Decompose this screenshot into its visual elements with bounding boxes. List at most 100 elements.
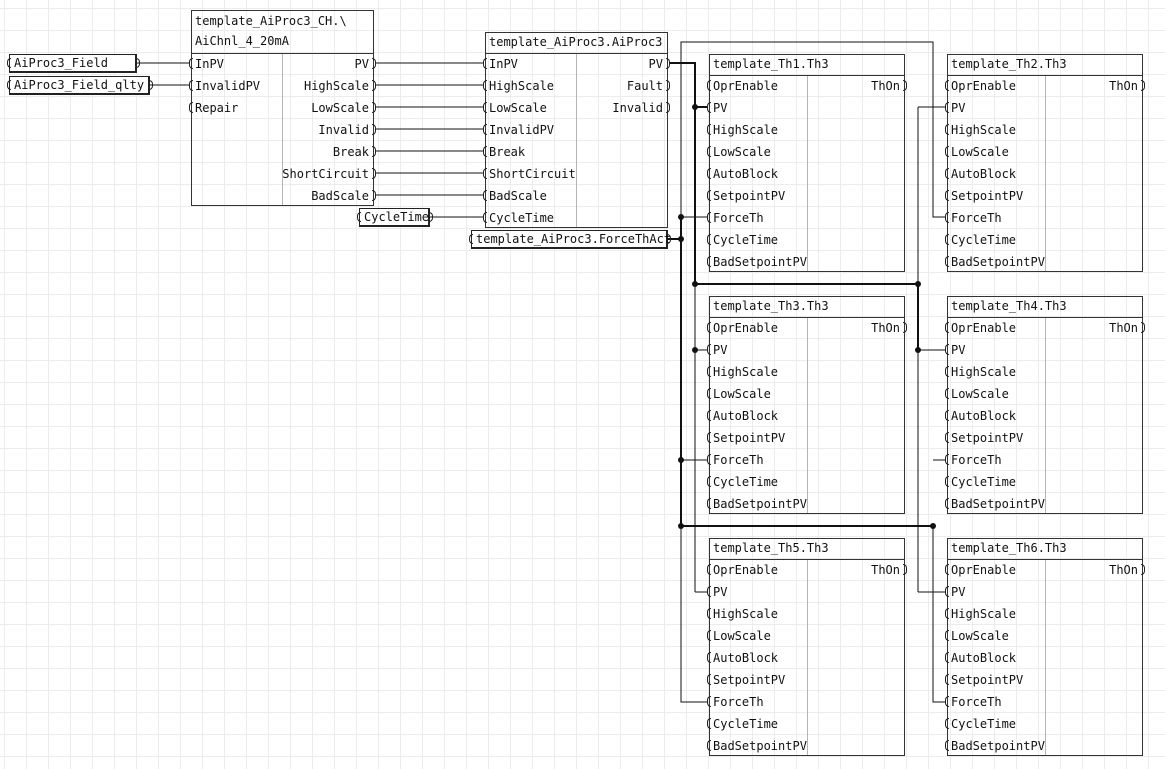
pin-out-thon[interactable]: ThOn <box>804 75 907 97</box>
pin-in-badsetpointpv[interactable]: BadSetpointPV <box>707 493 807 515</box>
pin-in-autoblock[interactable]: AutoBlock <box>707 163 807 185</box>
pin-in-cycletime[interactable]: CycleTime <box>945 471 1045 493</box>
block-title: template_Th1.Th3 <box>713 57 829 71</box>
pin-in-highscale[interactable]: HighScale <box>707 119 807 141</box>
pin-in-forceth[interactable]: ForceTh <box>945 207 1045 229</box>
block-title: template_Th3.Th3 <box>713 299 829 313</box>
pin-in-forceth[interactable]: ForceTh <box>707 449 807 471</box>
pin-in-autoblock[interactable]: AutoBlock <box>945 647 1045 669</box>
pin-out-pv[interactable]: PV <box>573 53 670 75</box>
pin-out-thon[interactable]: ThOn <box>804 317 907 339</box>
pin-in-forceth[interactable]: ForceTh <box>707 691 807 713</box>
pin-in-setpointpv[interactable]: SetpointPV <box>945 669 1045 691</box>
pin-out-badscale[interactable]: BadScale <box>279 185 376 207</box>
pin-in-highscale[interactable]: HighScale <box>707 361 807 383</box>
pin-out-pv[interactable]: PV <box>279 53 376 75</box>
pin-in-setpointpv[interactable]: SetpointPV <box>707 427 807 449</box>
pin-in-inpv[interactable]: InPV <box>189 53 281 75</box>
pin-out-thon[interactable]: ThOn <box>1042 75 1145 97</box>
pin-in-lowscale[interactable]: LowScale <box>945 141 1045 163</box>
pin-out-thon[interactable]: ThOn <box>1042 317 1145 339</box>
pin-in-setpointpv[interactable]: SetpointPV <box>945 185 1045 207</box>
pin-in-badsetpointpv[interactable]: BadSetpointPV <box>707 735 807 757</box>
pin-in-autoblock[interactable]: AutoBlock <box>945 163 1045 185</box>
pin-in-highscale[interactable]: HighScale <box>945 119 1045 141</box>
pin-in-lowscale[interactable]: LowScale <box>483 97 575 119</box>
pin-in-pv[interactable]: PV <box>707 339 807 361</box>
pin-in-setpointpv[interactable]: SetpointPV <box>707 669 807 691</box>
input-terminal-field[interactable]: AiProc3_Field <box>7 54 140 73</box>
pin-in-badsetpointpv[interactable]: BadSetpointPV <box>707 251 807 273</box>
pin-in-cycletime[interactable]: CycleTime <box>483 207 575 229</box>
pin-out-thon[interactable]: ThOn <box>804 559 907 581</box>
pin-in-badscale[interactable]: BadScale <box>483 185 575 207</box>
pin-in-highscale[interactable]: HighScale <box>945 603 1045 625</box>
pin-out-break[interactable]: Break <box>279 141 376 163</box>
pin-in-oprenable[interactable]: OprEnable <box>707 75 807 97</box>
pin-in-oprenable[interactable]: OprEnable <box>945 559 1045 581</box>
pin-in-oprenable[interactable]: OprEnable <box>945 75 1045 97</box>
pin-in-badsetpointpv[interactable]: BadSetpointPV <box>945 251 1045 273</box>
pin-out-highscale[interactable]: HighScale <box>279 75 376 97</box>
pin-in-cycletime[interactable]: CycleTime <box>707 471 807 493</box>
pin-in-cycletime[interactable]: CycleTime <box>707 229 807 251</box>
pin-out-shortcircuit[interactable]: ShortCircuit <box>279 163 376 185</box>
pin-in-oprenable[interactable]: OprEnable <box>945 317 1045 339</box>
pin-in-lowscale[interactable]: LowScale <box>945 383 1045 405</box>
pin-in-setpointpv[interactable]: SetpointPV <box>945 427 1045 449</box>
function-block-ai-channel[interactable]: template_AiProc3_CH.\ AiChnl_4_20mA InPV… <box>189 10 376 207</box>
pin-in-lowscale[interactable]: LowScale <box>945 625 1045 647</box>
pin-in-forceth[interactable]: ForceTh <box>707 207 807 229</box>
input-terminal-cycle-time[interactable]: CycleTime <box>357 208 433 227</box>
pin-in-autoblock[interactable]: AutoBlock <box>707 647 807 669</box>
pin-in-invalidpv[interactable]: InvalidPV <box>483 119 575 141</box>
block-title: template_AiProc3.AiProc3 <box>489 35 663 49</box>
input-terminal-label: AiProc3_Field <box>14 56 108 70</box>
pin-in-pv[interactable]: PV <box>945 97 1045 119</box>
pin-in-setpointpv[interactable]: SetpointPV <box>707 185 807 207</box>
pin-in-oprenable[interactable]: OprEnable <box>707 559 807 581</box>
pin-in-lowscale[interactable]: LowScale <box>707 383 807 405</box>
pin-in-badsetpointpv[interactable]: BadSetpointPV <box>945 493 1045 515</box>
pin-in-cycletime[interactable]: CycleTime <box>945 229 1045 251</box>
pin-in-lowscale[interactable]: LowScale <box>707 625 807 647</box>
pin-in-autoblock[interactable]: AutoBlock <box>945 405 1045 427</box>
pin-in-highscale[interactable]: HighScale <box>707 603 807 625</box>
input-terminal-field-qlty[interactable]: AiProc3_Field_qlty <box>7 76 153 95</box>
pin-in-pv[interactable]: PV <box>945 339 1045 361</box>
pin-in-highscale[interactable]: HighScale <box>945 361 1045 383</box>
input-terminal-force-th-act[interactable]: template_AiProc3.ForceThAct <box>469 230 671 249</box>
pin-in-invalidpv[interactable]: InvalidPV <box>189 75 281 97</box>
pin-out-invalid[interactable]: Invalid <box>573 97 670 119</box>
pin-in-pv[interactable]: PV <box>707 581 807 603</box>
pin-out-thon[interactable]: ThOn <box>1042 559 1145 581</box>
pin-out-invalid[interactable]: Invalid <box>279 119 376 141</box>
pin-in-shortcircuit[interactable]: ShortCircuit <box>483 163 576 185</box>
pin-in-cycletime[interactable]: CycleTime <box>707 713 807 735</box>
pin-in-autoblock[interactable]: AutoBlock <box>707 405 807 427</box>
pin-in-pv[interactable]: PV <box>707 97 807 119</box>
pin-in-forceth[interactable]: ForceTh <box>945 449 1045 471</box>
block-title-line2: AiChnl_4_20mA <box>195 34 289 48</box>
pin-out-fault[interactable]: Fault <box>573 75 670 97</box>
pin-in-lowscale[interactable]: LowScale <box>707 141 807 163</box>
pin-in-repair[interactable]: Repair <box>189 97 281 119</box>
pin-in-pv[interactable]: PV <box>945 581 1045 603</box>
pin-out-lowscale[interactable]: LowScale <box>279 97 376 119</box>
pin-in-forceth[interactable]: ForceTh <box>945 691 1045 713</box>
pin-in-highscale[interactable]: HighScale <box>483 75 575 97</box>
pin-in-break[interactable]: Break <box>483 141 575 163</box>
pin-in-badsetpointpv[interactable]: BadSetpointPV <box>945 735 1045 757</box>
pin-in-inpv[interactable]: InPV <box>483 53 575 75</box>
pin-in-oprenable[interactable]: OprEnable <box>707 317 807 339</box>
input-terminal-label: CycleTime <box>364 210 430 224</box>
pin-in-cycletime[interactable]: CycleTime <box>945 713 1045 735</box>
